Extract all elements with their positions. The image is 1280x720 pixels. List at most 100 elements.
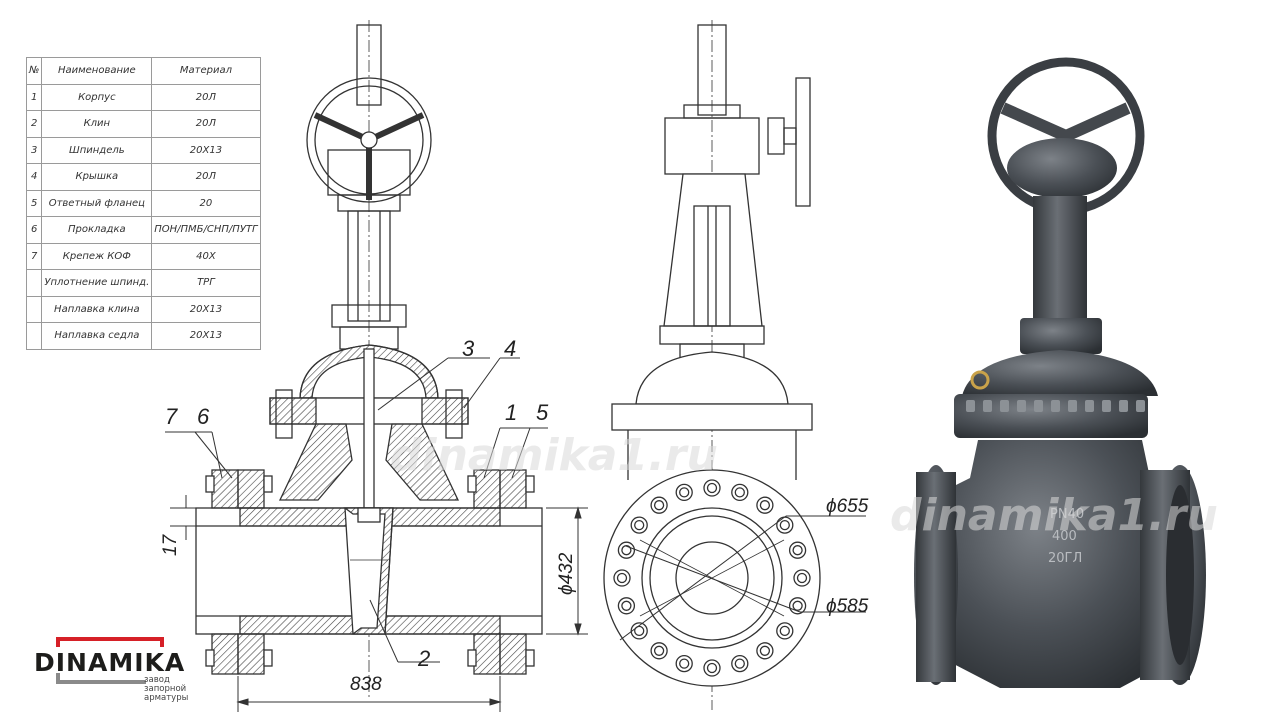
logo-subtitle-line: запорной	[144, 684, 187, 694]
flange-bolt	[776, 516, 794, 534]
flange-bolt-hole	[734, 487, 745, 498]
flange-bolt-hole	[616, 572, 628, 584]
spec-cell-number: 3	[25, 136, 43, 164]
flange-bolt	[703, 479, 721, 497]
watermark-drawing: dinamika1.ru	[390, 430, 718, 481]
spec-cell-name: Уплотнение шпинд.	[41, 269, 153, 297]
watermark-photo: dinamika1.ru	[890, 490, 1218, 541]
spec-cell-number: 4	[25, 163, 43, 191]
dim-length: 838	[350, 674, 382, 695]
callout-4: 4	[504, 336, 516, 361]
spec-cell-material: ПОН/ПМБ/СНП/ПУТГ	[151, 216, 261, 244]
logo-accent-bar	[56, 637, 164, 641]
spec-cell-material: 20Х13	[151, 295, 261, 323]
spec-cell-material: 20	[151, 189, 261, 217]
flange-bolt-hole	[634, 519, 645, 531]
logo-accent-bar-right	[160, 637, 164, 647]
handwheel-outer	[306, 77, 432, 203]
spec-cell-number: 5	[25, 189, 43, 217]
flange-bolt-hole	[679, 658, 690, 669]
flange-bolt-hole	[734, 658, 745, 669]
flange-bolt-hole	[706, 662, 718, 674]
spec-cell-name: Шпиндель	[41, 136, 153, 164]
spec-header-material: Материал	[151, 57, 261, 85]
valve-photo: PN40 400 20ГЛ	[914, 57, 1206, 688]
photo-bonnet-bolts	[966, 400, 1145, 412]
flange-bolt-hole	[779, 519, 790, 531]
flange-bolt-hole	[634, 625, 645, 637]
photo-bolt	[1034, 400, 1043, 412]
callout-3: 3	[462, 336, 475, 361]
spec-cell-name: Наплавка клина	[41, 295, 153, 323]
casting-mark-pn: PN40	[1050, 507, 1084, 522]
flange-bolt-hole	[759, 500, 771, 511]
callout-2: 2	[417, 646, 430, 671]
callout-7: 7	[165, 404, 178, 429]
logo-secondary-bar	[56, 680, 146, 684]
logo-subtitle-line: арматуры	[144, 693, 189, 703]
flange-bolt-ring	[613, 479, 811, 677]
callout-6: 6	[197, 404, 210, 429]
spec-cell-name: Клин	[41, 110, 153, 138]
photo-bolt	[1017, 400, 1026, 412]
spec-cell-number: 6	[25, 216, 43, 244]
flange-bolt-hole	[653, 500, 665, 511]
spec-cell-name: Крышка	[41, 163, 153, 191]
photo-bolt	[1136, 400, 1145, 412]
flange-bolt	[756, 642, 774, 660]
photo-bolt	[966, 400, 975, 412]
dim-bore: ϕ432	[556, 552, 577, 595]
flange-bolt	[756, 496, 774, 514]
flange-bolt	[617, 597, 636, 615]
flange-bolt-hole	[792, 600, 803, 611]
photo-bolt	[983, 400, 992, 412]
spec-cell-name: Наплавка седла	[41, 322, 153, 350]
flange-bolt	[793, 569, 811, 587]
logo-subtitle: завод запорной арматуры	[144, 676, 204, 703]
flange-bolt-hole	[792, 545, 803, 556]
spec-header-row: № Наименование Материал	[25, 57, 261, 85]
flange-bolt-hole	[779, 625, 790, 637]
dim-flange-outer: ϕ655	[826, 496, 869, 517]
callout-5: 5	[536, 400, 549, 425]
spec-cell-material: 20Х13	[151, 322, 261, 350]
flange-bolt	[703, 659, 721, 677]
flange-bolt	[675, 654, 693, 673]
photo-bolt	[1085, 400, 1094, 412]
flange-bolt-hole	[679, 487, 690, 498]
spec-row: Уплотнение шпинд.ТРГ	[25, 269, 261, 297]
photo-bolt	[1000, 400, 1009, 412]
flange-bolt-hole	[706, 482, 718, 494]
dim-flange-thickness: 17	[160, 533, 181, 556]
spec-cell-name: Ответный фланец	[41, 189, 153, 217]
spec-cell-material: ТРГ	[151, 269, 261, 297]
dinamika-logo: DINAMIKA завод запорной арматуры	[34, 637, 194, 707]
spec-cell-material: 20Л	[151, 110, 261, 138]
flange-bolt-hole	[653, 645, 665, 656]
spec-cell-number: 2	[25, 110, 43, 138]
spec-cell-number	[25, 322, 43, 350]
flange-bolt-hole	[796, 572, 808, 584]
photo-bolt	[1119, 400, 1128, 412]
photo-bolt	[1068, 400, 1077, 412]
spec-cell-name: Прокладка	[41, 216, 153, 244]
photo-bolt	[1051, 400, 1060, 412]
callout-1: 1	[505, 400, 517, 425]
spec-cell-number: 7	[25, 242, 43, 270]
flange-bolt-hole	[621, 600, 632, 611]
photo-bolt	[1102, 400, 1111, 412]
flange-bolt	[731, 483, 749, 502]
flange-bolt	[788, 541, 807, 559]
spec-cell-material: 20Х13	[151, 136, 261, 164]
spec-cell-name: Крепеж КОФ	[41, 242, 153, 270]
